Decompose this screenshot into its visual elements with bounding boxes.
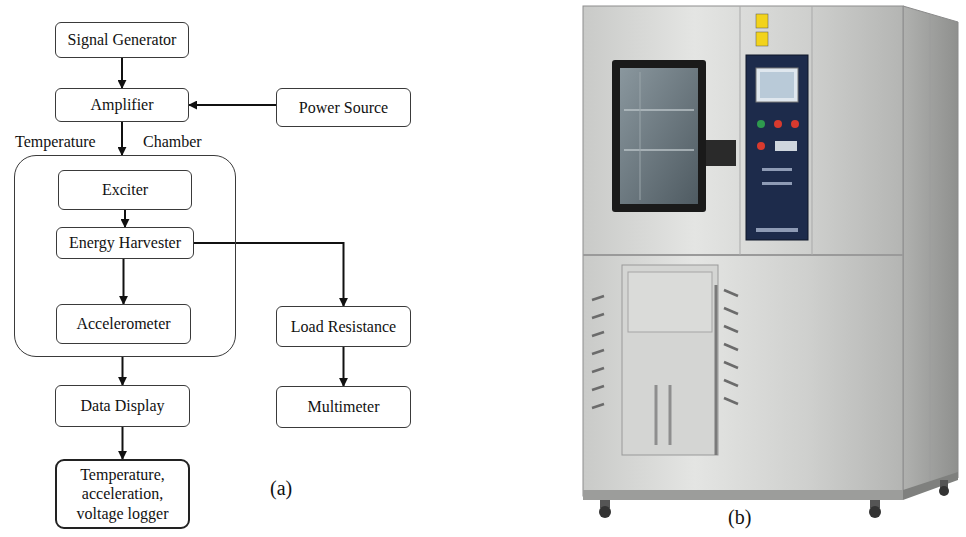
lower-doors <box>622 265 718 455</box>
warning-stickers <box>756 14 768 46</box>
process-box: Power Source <box>276 88 411 127</box>
panel-label: (b) <box>728 506 751 529</box>
process-box: Signal Generator <box>55 22 189 58</box>
process-box: Accelerometer <box>56 304 191 344</box>
viewing-window <box>612 60 736 212</box>
arrow-connector <box>343 347 345 386</box>
vent-slots <box>592 290 738 408</box>
arrow-connector <box>121 122 123 155</box>
chamber-body <box>583 6 958 496</box>
arrow-connector <box>124 210 126 227</box>
process-box: Data Display <box>55 385 190 427</box>
box-text: Temperature, acceleration, voltage logge… <box>63 465 182 523</box>
process-box: Multimeter <box>276 386 411 428</box>
box-text: Amplifier <box>90 95 153 114</box>
control-panel <box>746 55 808 240</box>
base-and-casters <box>583 472 958 518</box>
box-text: Exciter <box>102 180 148 199</box>
arrow-connector <box>189 104 276 106</box>
panel-label: (a) <box>270 477 292 500</box>
arrow-connector <box>123 259 125 304</box>
box-text: Data Display <box>81 396 165 415</box>
process-box: Exciter <box>58 170 192 210</box>
box-text: Power Source <box>299 98 388 117</box>
arrow-connector <box>122 357 124 385</box>
process-box: Load Resistance <box>276 306 411 347</box>
process-box: Amplifier <box>55 88 189 122</box>
box-text: Accelerometer <box>76 314 170 333</box>
container-heading: Temperature <box>15 132 96 151</box>
arrow-connector <box>122 427 124 459</box>
box-text: Multimeter <box>308 397 380 416</box>
process-box: Energy Harvester <box>56 227 194 259</box>
box-text: Signal Generator <box>68 30 177 49</box>
box-text: Load Resistance <box>291 317 396 336</box>
output-box: Temperature, acceleration, voltage logge… <box>55 459 190 529</box>
arrow-connector <box>121 58 123 88</box>
container-heading: Chamber <box>143 132 202 151</box>
chamber-container: TemperatureChamberExciterEnergy Harveste… <box>14 155 236 357</box>
box-text: Energy Harvester <box>69 233 181 252</box>
arrow-connector <box>194 243 344 306</box>
